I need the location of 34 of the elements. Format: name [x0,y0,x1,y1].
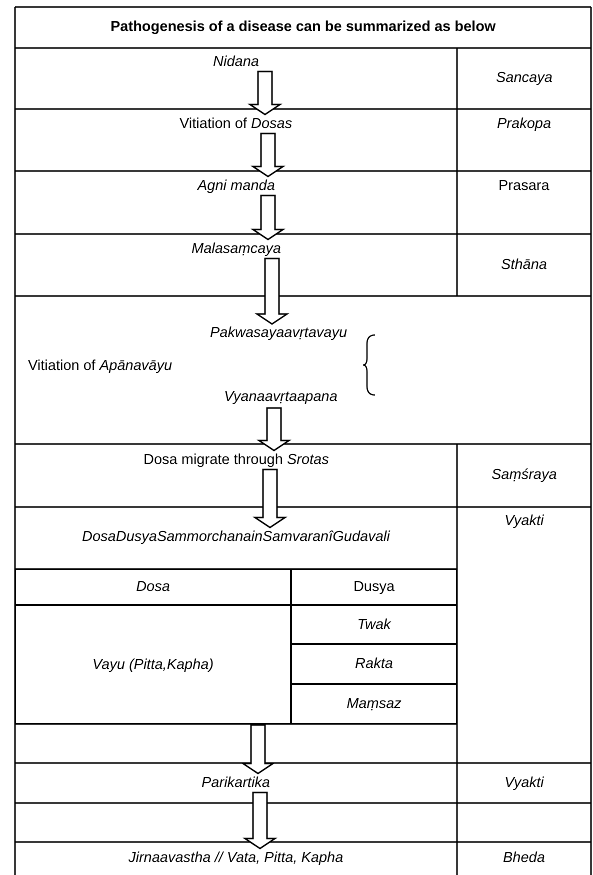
stage-text: DosaDusyaSammorchanainSamvaranîGudavali [82,528,390,546]
stage-name: Prakopa [497,116,552,132]
stage-text: Nidana [213,54,259,70]
table-cell: Dusya [291,569,457,605]
stage-text: Vitiation of Dosas [180,116,292,132]
stage-name: Sthāna [501,256,547,274]
stage-name: Bheda [503,850,545,866]
sub-stage-text: Pakwasayaavṛtavayu [210,325,348,342]
stage-name: Vyakti [504,512,544,530]
block-arrow [256,407,292,452]
stage-text: Agni manda [198,178,275,194]
stage-text: Malasaṃcaya [192,240,281,258]
stage-text: Parikartika [202,774,270,792]
block-arrow [252,468,288,528]
block-arrow [240,724,276,774]
sub-stage-text: Vyanaavṛtaapana [224,389,338,406]
table-cell: Rakta [291,644,457,684]
stage-text: Dosa migrate through Srotas [144,452,329,468]
table-cell: Maṃsaz [291,684,457,724]
block-arrow [248,70,282,116]
stage-text: Jirnaavastha // Vata, Pitta, Kapha [128,850,344,866]
table-cell: Twak [291,605,457,644]
block-arrow [254,258,290,325]
stage-text: Vitiation of Apānavāyu [28,358,172,375]
stage-name: Saṃśraya [492,466,557,484]
stage-name: Sancaya [496,70,552,86]
table-cell: Dosa [15,569,291,605]
block-arrow [250,194,286,240]
block-arrow [250,132,286,178]
stage-name: Prasara [498,178,550,194]
block-arrow [242,792,278,850]
table-title: Pathogenesis of a disease can be summarized as below [110,18,496,36]
stage-name: Vyakti [504,774,544,792]
table-cell: Vayu (Pitta,Kapha) [15,605,291,724]
